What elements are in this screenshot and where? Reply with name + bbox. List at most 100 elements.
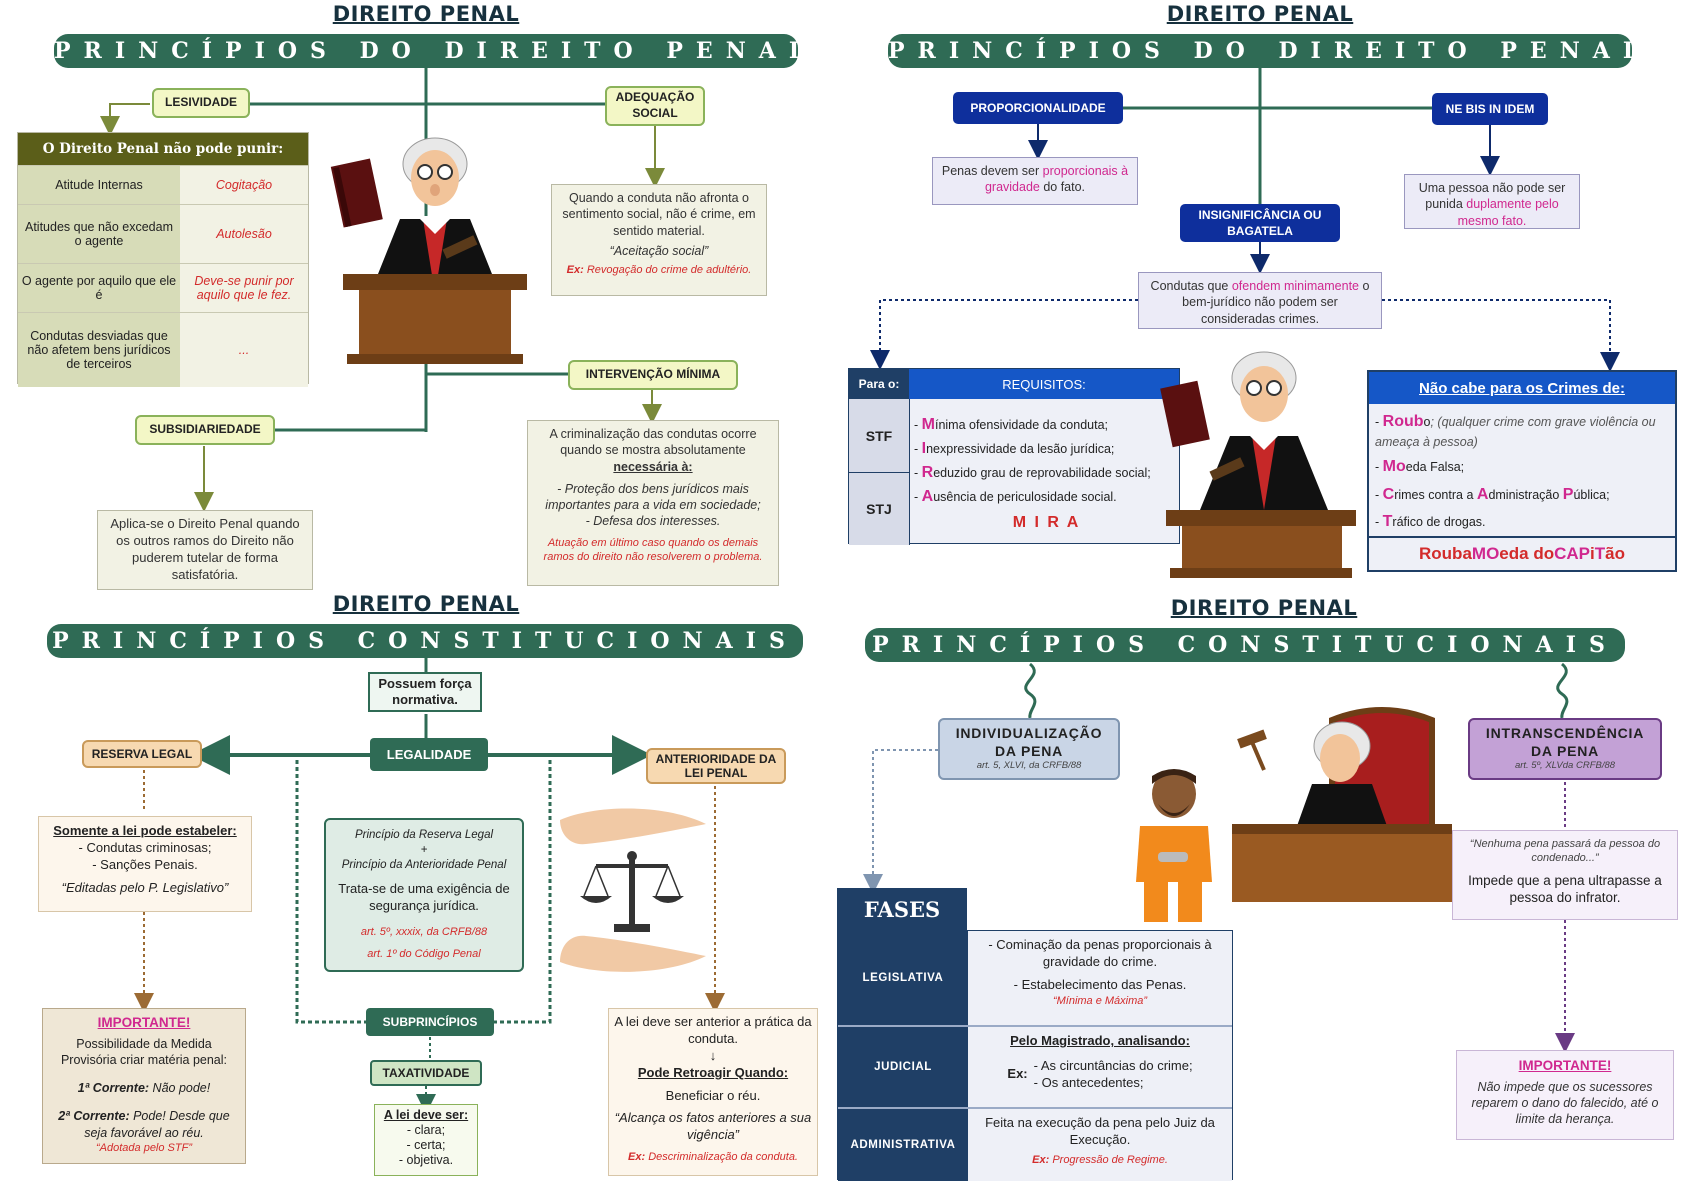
center-plus: + — [420, 843, 428, 856]
table-title: O Direito Penal não pode punir: — [18, 133, 308, 165]
adequacao-text: Quando a conduta não afronta o sentiment… — [562, 191, 756, 238]
prisoner-illustration — [1122, 766, 1222, 926]
requisitos-header: REQUISITOS: — [909, 369, 1179, 399]
anterioridade-box: A lei deve ser anterior a prática da con… — [608, 1008, 818, 1176]
nao-cabe-item: - Roubo; (qualquer crime com grave violê… — [1375, 413, 1656, 450]
nao-pode-punir-table: O Direito Penal não pode punir: Atitude … — [17, 132, 309, 387]
ex-label: Ex: — [628, 1151, 646, 1164]
nao-cabe-header: Não cabe para os Crimes de: — [1369, 372, 1675, 404]
table-cell-left: O agente por aquilo que ele é — [18, 264, 180, 312]
intranscendencia-title: INTRANSCENDÊNCIA DA PENA — [1485, 725, 1645, 760]
insig-text: o bem-jurídico não podem ser considerada… — [1182, 279, 1370, 326]
para-o-label: Para o: — [849, 369, 909, 399]
ant-arrow: ↓ — [709, 1047, 717, 1063]
center-ref: art. 1º do Código Penal — [367, 947, 481, 960]
intervencao-label: INTERVENÇÃO MÍNIMA — [568, 360, 738, 390]
phase-text: Pelo Magistrado, analisando: — [1010, 1033, 1190, 1048]
importante-title: IMPORTANTE! — [1518, 1058, 1612, 1073]
intranscendencia-text-box: “Nenhuma pena passará da pessoa do conde… — [1452, 830, 1678, 920]
q1-header: DIREITO PENAL — [332, 2, 520, 26]
table-row: Atitudes que não excedam o agente Autole… — [18, 204, 308, 263]
nao-cabe-item: - Moeda Falsa; — [1375, 458, 1465, 476]
reserva-item: - Condutas criminosas; — [78, 839, 212, 855]
individualizacao-title: INDIVIDUALIZAÇÃO DA PENA — [955, 725, 1103, 760]
individualizacao-box: INDIVIDUALIZAÇÃO DA PENA art. 5, XLVI, d… — [938, 718, 1120, 780]
phase-row: JUDICIAL Pelo Magistrado, analisando: Ex… — [838, 1027, 1232, 1109]
importante-box: IMPORTANTE! Possibilidade da Medida Prov… — [42, 1008, 246, 1164]
phase-name: LEGISLATIVA — [838, 931, 968, 1025]
ant-text: A lei deve ser anterior a prática da con… — [614, 1014, 812, 1046]
intranscendencia-box: INTRANSCENDÊNCIA DA PENA art. 5º, XLVda … — [1468, 718, 1662, 780]
importante-stf: “Adotada pelo STF” — [96, 1141, 192, 1154]
center-ref: art. 5º, xxxix, da CRFB/88 — [360, 925, 488, 938]
insig-highlight: ofendem minimamente — [1231, 279, 1360, 293]
adequacao-quote: “Aceitação social” — [609, 243, 709, 258]
intrans-importante-box: IMPORTANTE! Não impede que os sucessores… — [1456, 1050, 1674, 1140]
q4-band: PRINCÍPIOS CONSTITUCIONAIS — [865, 628, 1625, 662]
table-cell-right: ... — [180, 313, 308, 387]
subsidiariedade-box: Aplica-se o Direito Penal quando os outr… — [97, 510, 313, 590]
adequacao-example: Revogação do crime de adultério. — [586, 264, 752, 276]
nao-cabe-item: - Crimes contra a Administração Pública; — [1375, 485, 1610, 503]
phase-text: - Estabelecimento das Penas. — [1013, 976, 1187, 992]
q3-header: DIREITO PENAL — [332, 592, 520, 616]
judge-illustration — [325, 124, 545, 364]
table-row: Atitude Internas Cogitação — [18, 165, 308, 204]
ne-bis-highlight: duplamente pelo mesmo fato. — [1457, 197, 1559, 228]
requisito-item: - Inexpressividade da lesão jurídica; — [914, 440, 1115, 457]
intrans-text: Impede que a pena ultrapasse a pessoa do… — [1468, 872, 1662, 906]
ant-quote: “Alcança os fatos anteriores a sua vigên… — [614, 1110, 812, 1143]
phase-text: - Cominação da penas proporcionais à gra… — [988, 937, 1212, 969]
insignificancia-box: Condutas que ofendem minimamente o bem-j… — [1138, 272, 1382, 329]
taxatividade-item: - objetiva. — [398, 1153, 454, 1167]
stf-label: STF — [849, 399, 909, 473]
q4-header: DIREITO PENAL — [1170, 596, 1358, 620]
table-cell-right: Autolesão — [180, 205, 308, 263]
taxatividade-item: - certa; — [406, 1138, 446, 1152]
ant-text2: Beneficiar o réu. — [665, 1087, 761, 1103]
requisitos-table: Para o: REQUISITOS: STF STJ - Mínima ofe… — [848, 368, 1180, 545]
importante-title: IMPORTANTE! — [97, 1015, 191, 1030]
phase-name: JUDICIAL — [838, 1027, 968, 1107]
reserva-legal-label: RESERVA LEGAL — [82, 740, 202, 768]
nao-cabe-box: Não cabe para os Crimes de: - Roubo; (qu… — [1367, 370, 1677, 572]
requisito-item: - Ausência de periculosidade social. — [914, 488, 1117, 505]
fases-table: FASES LEGISLATIVA - Cominação da penas p… — [837, 888, 1233, 1181]
stj-label: STJ — [866, 501, 892, 517]
individualizacao-ref: art. 5, XLVI, da CRFB/88 — [976, 760, 1082, 772]
center-text: Trata-se de uma exigência de segurança j… — [338, 880, 510, 913]
nao-cabe-item: - Tráfico de drogas. — [1375, 512, 1486, 530]
q3-band: PRINCÍPIOS CONSTITUCIONAIS — [47, 624, 803, 658]
ne-bis-label: NE BIS IN IDEM — [1432, 93, 1548, 125]
phase-row: LEGISLATIVA - Cominação da penas proporc… — [838, 931, 1232, 1027]
proporcionalidade-label: PROPORCIONALIDADE — [953, 92, 1123, 124]
legalidade-label: LEGALIDADE — [370, 738, 488, 771]
insig-text: Condutas que — [1150, 279, 1232, 293]
table-cell-left: Condutas desviadas que não afetem bens j… — [18, 313, 180, 387]
q1-band: PRINCÍPIOS DO DIREITO PENAL — [54, 34, 804, 68]
corrente-item: 2ª Corrente: Pode! Desde que seja favorá… — [58, 1109, 230, 1140]
taxatividade-label: TAXATIVIDADE — [370, 1060, 482, 1086]
proporcionalidade-box: Penas devem ser proporcionais à gravidad… — [932, 157, 1138, 205]
phase-note: “Mínima e Máxima” — [1052, 994, 1148, 1007]
lesividade-label: LESIVIDADE — [152, 88, 250, 118]
phase-text: - As circuntâncias do crime; — [1033, 1057, 1193, 1073]
q2-header: DIREITO PENAL — [1166, 2, 1354, 26]
intervencao-note: Atuação em último caso quando os demais … — [543, 536, 763, 563]
intervencao-box: A criminalização das condutas ocorre qua… — [527, 420, 779, 586]
reserva-title: Somente a lei pode estabeler: — [53, 823, 237, 838]
importante-text: Não impede que os sucessores reparem o d… — [1471, 1079, 1659, 1127]
judge-chair-illustration — [1232, 700, 1452, 910]
adequacao-label: ADEQUAÇÃO SOCIAL — [605, 86, 705, 126]
subprincipios-label: SUBPRINCÍPIOS — [366, 1008, 494, 1036]
requisito-item: - Reduzido grau de reprovabilidade socia… — [914, 464, 1151, 481]
adequacao-box: Quando a conduta não afronta o sentiment… — [551, 184, 767, 296]
intrans-quote: “Nenhuma pena passará da pessoa do conde… — [1469, 838, 1661, 865]
ex-label: Ex: — [1007, 1066, 1028, 1082]
intranscendencia-ref: art. 5º, XLVda CRFB/88 — [1514, 760, 1616, 772]
ex-label: Ex: — [566, 264, 584, 276]
center-line: Princípio da Anterioridade Penal — [341, 858, 507, 871]
table-cell-left: Atitudes que não excedam o agente — [18, 205, 180, 263]
judge-illustration — [1160, 344, 1360, 578]
